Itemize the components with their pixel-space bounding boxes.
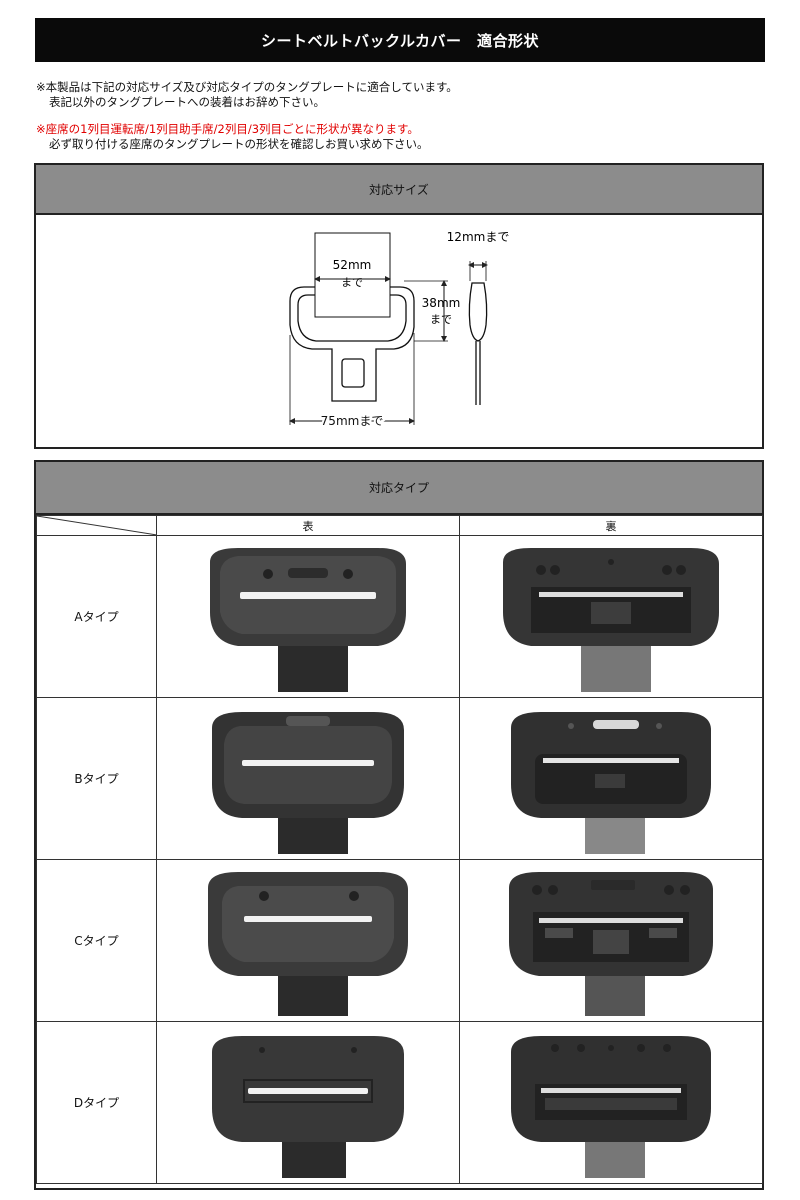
col-front: 表 <box>156 515 460 536</box>
dim-height: 38mm <box>422 296 461 310</box>
dim-slot-width: 52mm <box>333 258 372 272</box>
size-section-heading: 対応サイズ <box>36 165 762 215</box>
size-section: 対応サイズ 52mm まで 38mm まで 75mmまで <box>34 163 764 449</box>
type-section: 対応タイプ 表 裏 Aタイプ <box>34 460 764 1190</box>
photo-d-front <box>156 1021 460 1184</box>
dim-width: 75mmまで <box>321 414 384 428</box>
photo-b-front <box>156 697 460 860</box>
table-header-row: 表 裏 <box>36 515 763 536</box>
note-line-1: ※本製品は下記の対応サイズ及び対応タイプのタングプレートに適合しています。 <box>36 80 458 94</box>
photo-d-back <box>459 1021 763 1184</box>
note-line-2: 表記以外のタングプレートへの装着はお辞め下さい。 <box>49 95 325 109</box>
table-row: Cタイプ <box>36 859 763 1022</box>
row-label-c: Cタイプ <box>36 859 157 1022</box>
photo-c-front <box>156 859 460 1022</box>
types-table: 表 裏 Aタイプ <box>36 515 763 1184</box>
photo-a-front <box>156 535 460 698</box>
row-label-d: Dタイプ <box>36 1021 157 1184</box>
table-row: Dタイプ <box>36 1021 763 1184</box>
col-back: 裏 <box>459 515 763 536</box>
corner-cell <box>36 515 157 536</box>
tongue-plate-dimension-diagram: 52mm まで 38mm まで 75mmまで 12mmまで <box>289 230 510 430</box>
note-line-4: 必ず取り付ける座席のタングプレートの形状を確認しお買い求め下さい。 <box>49 137 429 151</box>
side-profile <box>468 282 488 405</box>
slot-box <box>314 232 391 318</box>
row-label-b: Bタイプ <box>36 697 157 860</box>
notes: ※本製品は下記の対応サイズ及び対応タイプのタングプレートに適合しています。 表記… <box>36 80 766 152</box>
dim-thickness: 12mmまで <box>447 230 510 244</box>
row-label-a: Aタイプ <box>36 535 157 698</box>
photo-a-back <box>459 535 763 698</box>
tongue-plate-outline <box>289 286 415 402</box>
dim-height-suffix: まで <box>430 313 452 326</box>
table-row: Aタイプ <box>36 535 763 698</box>
table-row: Bタイプ <box>36 697 763 860</box>
photo-c-back <box>459 859 763 1022</box>
note-line-3-warning: ※座席の1列目運転席/1列目助手席/2列目/3列目ごとに形状が異なります。 <box>36 122 419 136</box>
corner-diagonal <box>37 516 157 535</box>
photo-b-back <box>459 697 763 860</box>
dim-slot-width-suffix: まで <box>341 276 363 289</box>
type-section-heading: 対応タイプ <box>36 462 762 515</box>
page-title: シートベルトバックルカバー 適合形状 <box>35 18 765 62</box>
